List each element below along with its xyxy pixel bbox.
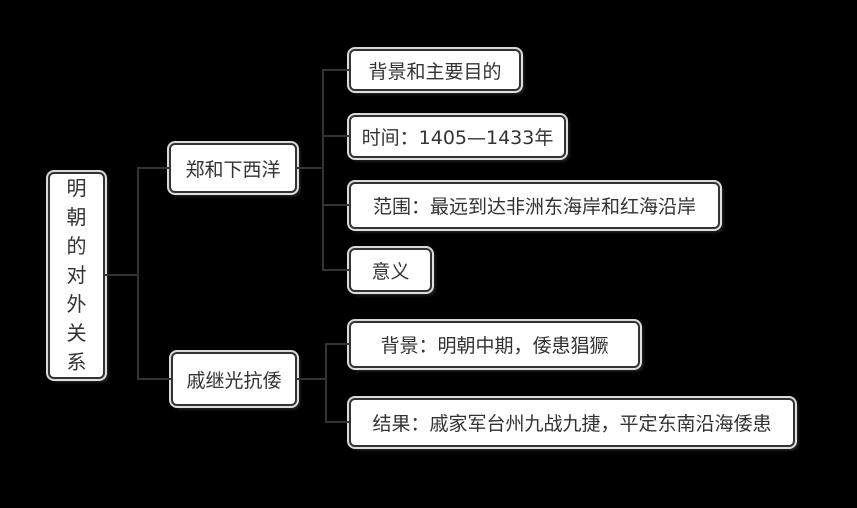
branch-node-qi-jiguang-anti-wokou: 戚继光抗倭 bbox=[171, 352, 297, 406]
connector-leaf-stub-significance bbox=[324, 269, 349, 271]
branch-node-label: 戚继光抗倭 bbox=[186, 369, 282, 392]
connector-branch2-out bbox=[297, 378, 325, 380]
leaf-node-wokou-background: 背景：明朝中期，倭患猖獗 bbox=[349, 321, 640, 368]
leaf-node-label: 范围：最远到达非洲东海岸和红海沿岸 bbox=[372, 196, 696, 218]
connector-leaf-trunk-2 bbox=[325, 343, 327, 423]
connector-branch1-out bbox=[297, 167, 323, 169]
leaf-node-significance: 意义 bbox=[349, 248, 432, 292]
connector-leaf-stub-background-purpose bbox=[324, 69, 349, 71]
connector-branch1-in bbox=[139, 167, 169, 169]
connector-leaf-trunk-1 bbox=[322, 69, 324, 271]
connector-branch2-in bbox=[139, 378, 171, 380]
connector-root-horizontal bbox=[104, 274, 138, 276]
leaf-node-label: 背景：明朝中期，倭患猖獗 bbox=[380, 335, 609, 357]
leaf-node-label: 结果：戚家军台州九战九捷，平定东南沿海倭患 bbox=[372, 413, 772, 435]
leaf-node-wokou-result: 结果：戚家军台州九战九捷，平定东南沿海倭患 bbox=[349, 398, 795, 447]
leaf-node-label: 背景和主要目的 bbox=[368, 60, 502, 83]
branch-node-zheng-he-voyages: 郑和下西洋 bbox=[169, 143, 297, 193]
root-node-ming-foreign-relations: 明朝的对外关系 bbox=[48, 172, 105, 379]
connector-leaf-stub-time bbox=[324, 135, 349, 137]
connector-leaf-stub-wokou-result bbox=[327, 421, 349, 423]
connector-branch-trunk bbox=[137, 167, 139, 380]
branch-node-label: 郑和下西洋 bbox=[185, 158, 281, 181]
connector-leaf-stub-wokou-background bbox=[327, 343, 349, 345]
leaf-node-label: 时间：1405—1433年 bbox=[361, 127, 554, 149]
connector-leaf-stub-range bbox=[324, 204, 349, 206]
leaf-node-background-purpose: 背景和主要目的 bbox=[349, 49, 521, 91]
leaf-node-range: 范围：最远到达非洲东海岸和红海沿岸 bbox=[349, 182, 720, 229]
leaf-node-label: 意义 bbox=[371, 260, 410, 283]
root-node-label: 明朝的对外关系 bbox=[66, 176, 87, 374]
leaf-node-time-period: 时间：1405—1433年 bbox=[349, 115, 566, 158]
